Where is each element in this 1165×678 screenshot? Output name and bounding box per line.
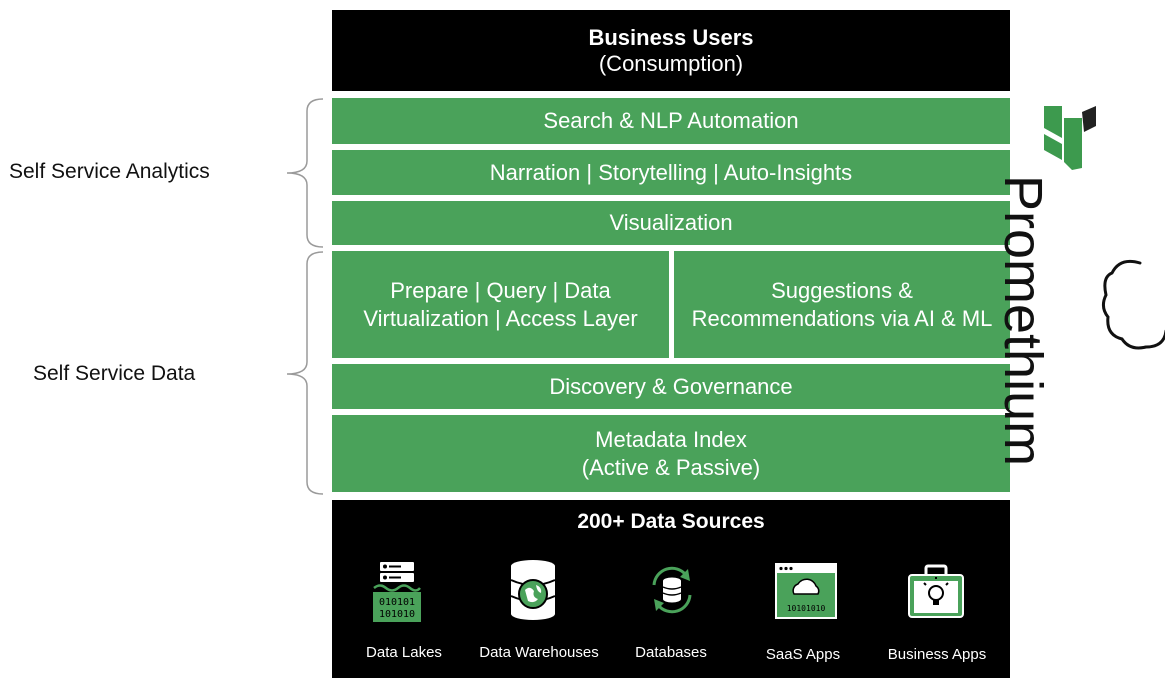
svg-text:010101: 010101 <box>379 597 415 608</box>
analytics-brace <box>286 98 324 248</box>
layer-search-nlp: Search & NLP Automation <box>332 98 1010 144</box>
self-service-analytics-label: Self Service Analytics <box>9 160 210 183</box>
layer-suggestions-label: Suggestions & Recommendations via AI & M… <box>691 277 993 331</box>
business-users-title: Business Users <box>588 24 754 50</box>
layer-prepare-query-label: Prepare | Query | Data Virtualization | … <box>363 277 638 331</box>
source-label-data-warehouses: Data Warehouses <box>479 644 599 661</box>
data-warehouse-icon <box>510 560 556 620</box>
source-label-data-lakes: Data Lakes <box>366 644 442 661</box>
layer-prepare-query: Prepare | Query | Data Virtualization | … <box>332 251 669 358</box>
business-app-icon <box>908 564 964 618</box>
data-brace <box>286 251 324 495</box>
data-lake-icon: 010101 101010 <box>373 562 421 622</box>
cloud-icon <box>1101 259 1165 350</box>
layer-narration-label: Narration | Storytelling | Auto-Insights <box>489 159 853 185</box>
layer-discovery-label: Discovery & Governance <box>549 373 793 399</box>
layer-visualization: Visualization <box>332 201 1010 245</box>
svg-text:10101010: 10101010 <box>787 604 826 613</box>
layer-metadata-index: Metadata Index (Active & Passive) <box>332 415 1010 492</box>
self-service-data-label: Self Service Data <box>33 362 196 385</box>
source-label-databases: Databases <box>635 644 707 661</box>
layer-metadata-line2: (Active & Passive) <box>581 454 761 480</box>
data-sources-title: 200+ Data Sources <box>577 510 765 533</box>
saas-app-icon: 10101010 <box>775 563 837 619</box>
svg-text:101010: 101010 <box>379 609 415 620</box>
layer-suggestions: Suggestions & Recommendations via AI & M… <box>674 251 1010 358</box>
business-users-block: Business Users (Consumption) <box>332 10 1010 91</box>
business-users-subtitle: (Consumption) <box>598 50 744 76</box>
promethium-logo-icon <box>1044 106 1096 170</box>
layer-narration: Narration | Storytelling | Auto-Insights <box>332 150 1010 195</box>
layer-visualization-label: Visualization <box>609 210 733 236</box>
layer-search-nlp-label: Search & NLP Automation <box>543 108 799 134</box>
source-label-business-apps: Business Apps <box>887 646 987 663</box>
layer-metadata-line1: Metadata Index <box>595 426 747 452</box>
source-label-saas-apps: SaaS Apps <box>765 646 841 663</box>
database-icon <box>652 566 692 614</box>
promethium-brand-name: Promethium <box>993 175 1053 467</box>
layer-discovery-governance: Discovery & Governance <box>332 364 1010 409</box>
